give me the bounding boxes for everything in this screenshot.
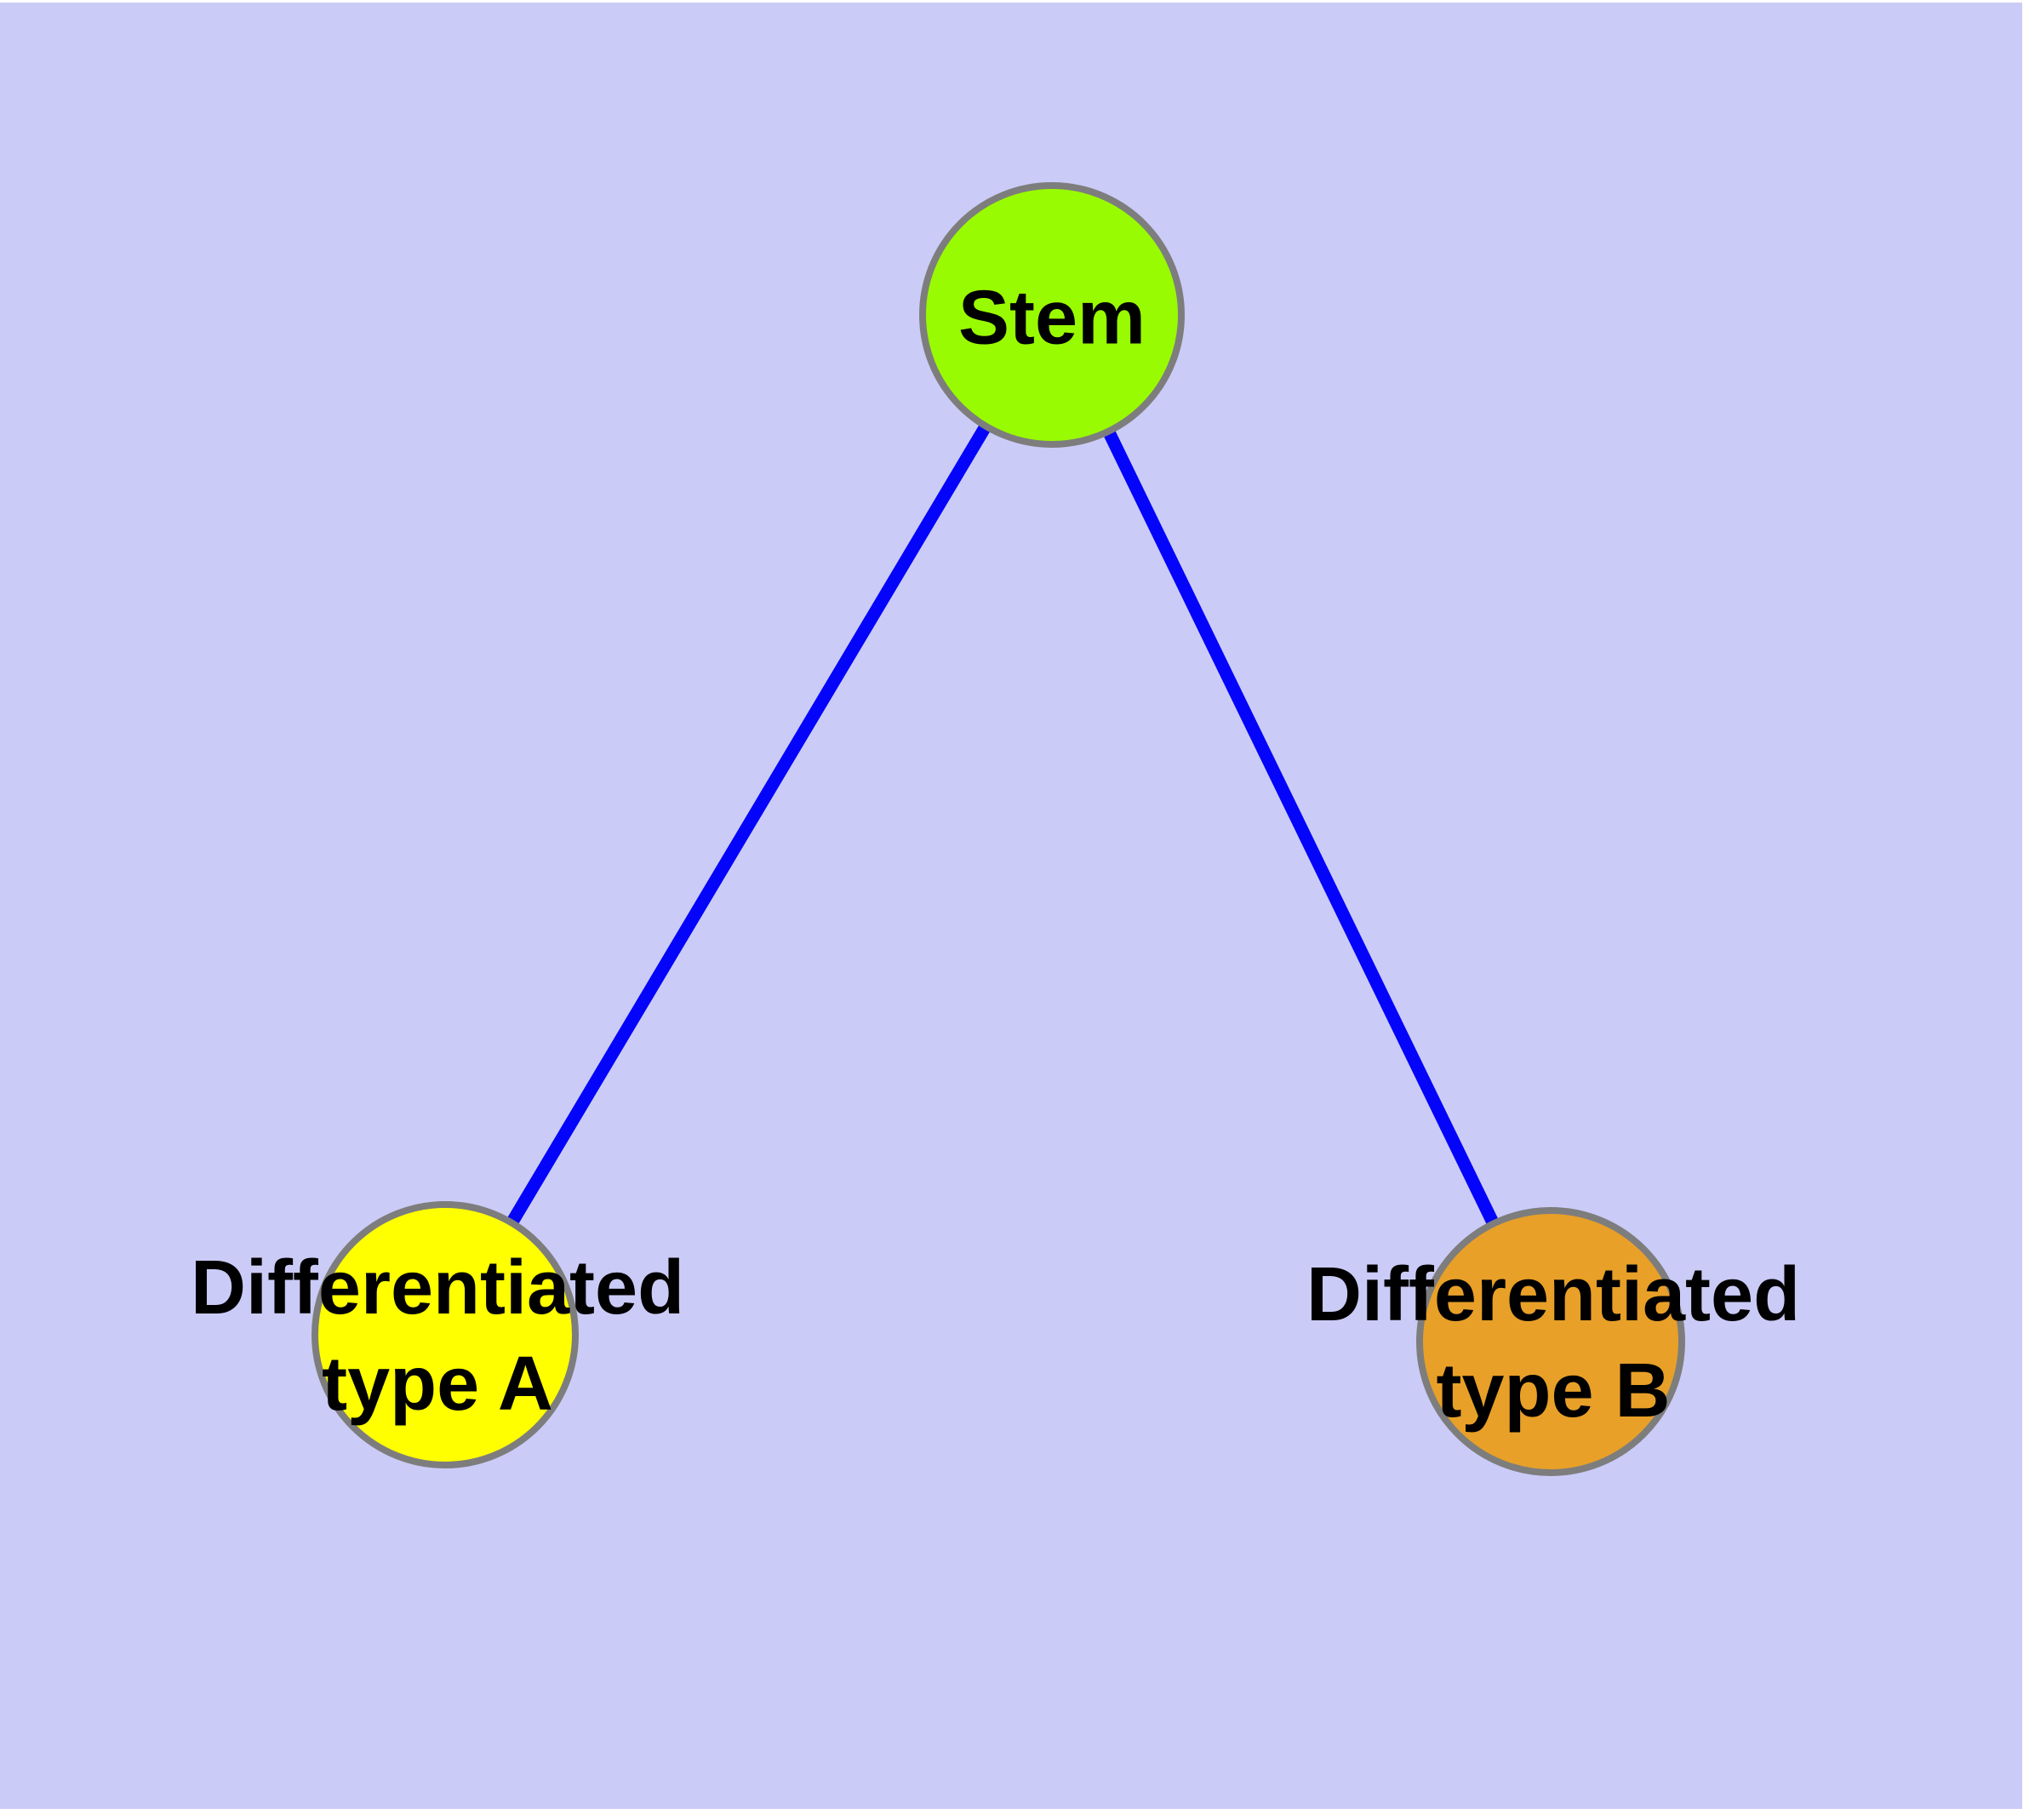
- stem-node-circle: [919, 182, 1185, 448]
- stem-node-label: Stem: [958, 271, 1146, 367]
- type-a-node-label: Differentiated type A: [191, 1240, 684, 1433]
- type-a-label-line1: Differentiated: [190, 1245, 685, 1331]
- edge-stem-to-type-b: [1046, 312, 1557, 1345]
- edge-stem-to-type-a: [439, 312, 1058, 1338]
- type-a-node-circle: [311, 1201, 579, 1468]
- type-b-node-label: Differentiated type B: [1306, 1247, 1800, 1439]
- type-b-node-circle: [1416, 1207, 1685, 1476]
- stem-node-label-text: Stem: [957, 275, 1146, 361]
- type-b-label-line2: type B: [1436, 1348, 1671, 1434]
- type-b-label-line1: Differentiated: [1306, 1252, 1801, 1337]
- type-a-label-line2: type A: [322, 1342, 553, 1427]
